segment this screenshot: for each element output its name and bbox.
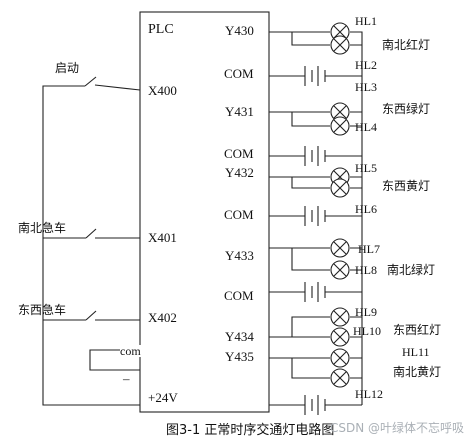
label-com-4: COM [224, 288, 254, 303]
label-hl5: HL5 [355, 161, 377, 175]
label-com-left: com [120, 344, 141, 358]
plc-box [139, 11, 270, 413]
label-com-3: COM [224, 207, 254, 222]
figure-caption: 图3-1 正常时序交通灯电路图 [166, 423, 335, 438]
label-ns-red: 南北红灯 [382, 38, 431, 52]
label-hl7: HL7 [358, 242, 380, 256]
label-y432: Y432 [225, 165, 254, 180]
label-ew-green: 东西绿灯 [382, 102, 431, 116]
lamp-hl4 [330, 116, 350, 136]
label-y433: Y433 [225, 248, 254, 263]
label-ew-red: 东西红灯 [393, 323, 442, 337]
label-hl12: HL12 [355, 387, 383, 401]
label-ns-yellow: 南北黄灯 [393, 365, 442, 379]
switch-ns [85, 228, 97, 239]
label-hl1: HL1 [355, 14, 377, 28]
label-hl10: HL10 [353, 324, 381, 338]
label-24v: +24V [148, 390, 178, 405]
lamp-hl10 [330, 327, 350, 347]
label-hl6: HL6 [355, 202, 377, 216]
label-ns-emergency: 南北急车 [18, 221, 67, 235]
lamp-hl2 [330, 35, 350, 55]
label-x402: X402 [148, 310, 177, 325]
lamp-hl6 [330, 178, 350, 198]
lamp-hl9 [330, 307, 350, 327]
label-y434: Y434 [225, 329, 254, 344]
lamp-bus [350, 31, 363, 405]
switch-start [84, 76, 97, 87]
lamp-hl12 [330, 368, 350, 388]
label-ew-yellow: 东西黄灯 [382, 179, 431, 193]
label-y430: Y430 [225, 23, 254, 38]
label-hl9: HL9 [355, 305, 377, 319]
watermark: CSDN @叶绿体不忘呼吸 [330, 421, 465, 435]
label-y435: Y435 [225, 349, 254, 364]
label-ns-green: 南北绿灯 [387, 263, 436, 277]
lamp-hl7 [330, 238, 350, 258]
label-x400: X400 [148, 83, 177, 98]
label-x401: X401 [148, 230, 177, 245]
label-hl2: HL2 [355, 58, 377, 72]
com-bracket [89, 349, 140, 371]
input-wire-x400 [42, 84, 141, 406]
lamp-hl8 [330, 260, 350, 280]
label-start: 启动 [55, 61, 80, 75]
plc-title: PLC [148, 22, 174, 37]
label-y431: Y431 [225, 104, 254, 119]
switch-ew [85, 310, 97, 321]
label-ew-emergency: 东西急车 [18, 303, 67, 317]
label-hl8: HL8 [355, 263, 377, 277]
label-hl11: HL11 [402, 345, 430, 359]
label-hl4: HL4 [355, 120, 377, 134]
label-com-1: COM [224, 66, 254, 81]
label-minus: – [123, 371, 130, 386]
label-hl3: HL3 [355, 80, 377, 94]
lamp-hl11 [330, 348, 350, 368]
label-com-2: COM [224, 146, 254, 161]
